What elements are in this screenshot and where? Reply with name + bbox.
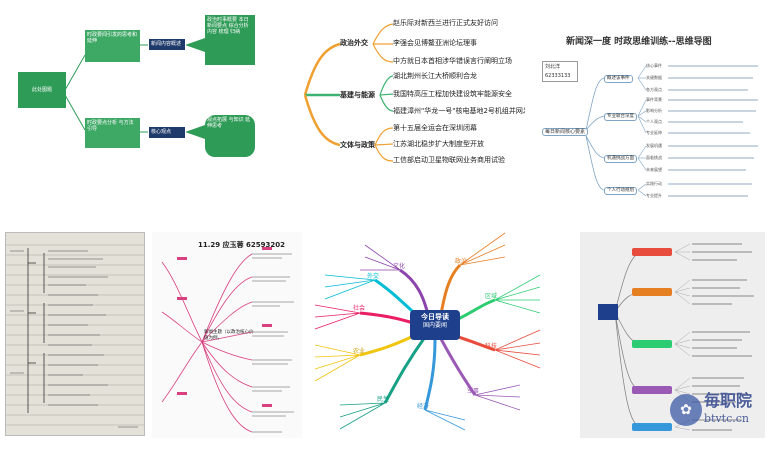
thinking-row: 各方观点 xyxy=(646,87,662,92)
thinking-row: 核心事件 xyxy=(646,63,662,68)
news-item: 第十五届全运会在深圳闭幕 xyxy=(393,124,477,132)
thinking-map-author: 刘北洋 62333133 xyxy=(542,61,578,82)
spoke-label: 文化 xyxy=(393,263,406,270)
thinking-row: 发展机遇 xyxy=(646,143,662,148)
news-category-infrastructure: 基建与能源 xyxy=(340,91,375,99)
panel-flowchart: 此处图题 时政要闻引发的思考和延伸 新闻内容概述 政治时事概要 本日 新闻要点 … xyxy=(0,0,260,215)
radial-mindmap-center: 今日导读 国内要闻 xyxy=(410,310,460,340)
thinking-row: 面临挑战 xyxy=(646,155,662,160)
radial-note-branches xyxy=(161,247,294,433)
flow-node-f: 观点拓展 与知识 延伸思考 xyxy=(205,115,255,157)
flow-node-d: 时政要点分析 与方法引导 xyxy=(85,118,140,148)
spoke-label: 科技 xyxy=(485,343,498,350)
radial-note-title: 11.29 应玉蓉 62593202 xyxy=(198,241,285,249)
panel-handwritten-notes xyxy=(5,232,145,436)
news-item: 李强会见博鳌亚洲论坛理事 xyxy=(393,39,477,47)
news-item: 工信部启动卫星物联网业务商用试验 xyxy=(393,156,505,164)
thinking-branch: 机遇挑战方面 xyxy=(604,155,637,163)
flow-node-c: 政治时事概要 本日 新闻要点 综合分析 内容 梳理 归纳 xyxy=(205,15,255,65)
news-item: 江苏湖北稳步扩大制度型开放 xyxy=(393,140,484,148)
panel-radial-mindmap: 今日导读 国内要闻 文化 政治 区域 科技 军事 经济 民生 农业 社会 外交 xyxy=(305,225,570,440)
thinking-row-detail-lines xyxy=(668,65,758,197)
panel-grey-mindmap: ✿ 毎职院 btvtc.cn xyxy=(580,232,765,438)
center-subtitle: 国内要闻 xyxy=(422,322,447,329)
news-mindmap-branches xyxy=(303,23,394,162)
flow-node-e: 核心观点 xyxy=(148,126,186,139)
news-category-politics: 政治外交 xyxy=(340,39,368,47)
flowchart-connectors xyxy=(64,38,205,139)
flow-root-node: 此处图题 xyxy=(18,72,66,108)
watermark-url: btvtc.cn xyxy=(704,412,749,425)
news-item: 赵乐际对新西兰进行正式友好访问 xyxy=(393,19,498,27)
thinking-row: 专业延伸 xyxy=(646,130,662,135)
spoke-label: 政治 xyxy=(455,258,468,265)
spoke-label: 军事 xyxy=(467,388,480,395)
thinking-row: 事件背景 xyxy=(646,97,662,102)
thinking-row: 个人观点 xyxy=(646,119,662,124)
notebook-lines xyxy=(6,244,144,428)
spoke-label: 农业 xyxy=(353,348,366,355)
author-id: 62333133 xyxy=(545,73,571,79)
spoke-label: 社会 xyxy=(353,305,366,312)
thinking-row: 专业提升 xyxy=(646,193,662,198)
thinking-map-root: 每日新闻核心要素 xyxy=(542,128,589,136)
thinking-row: 影响分析 xyxy=(646,108,662,113)
flow-node-b: 新闻内容概述 xyxy=(148,38,186,51)
watermark-logo: ✿ xyxy=(670,394,702,426)
thinking-row: 实践行动 xyxy=(646,181,662,186)
spoke-label: 区域 xyxy=(485,293,498,300)
news-item: 我国特高压工程加快建设筑牢能源安全 xyxy=(393,90,512,98)
thinking-map-title: 新闻深一度 时政思维训练--思维导图 xyxy=(566,37,712,47)
author-name: 刘北洋 xyxy=(545,64,561,70)
panel-radial-note: 11.29 应玉蓉 62593202 新闻主题（以政治核心价值为例， xyxy=(152,232,302,438)
thinking-row: 未来展望 xyxy=(646,167,662,172)
flow-node-a: 时政要闻引发的思考和延伸 xyxy=(85,30,140,62)
center-title: 今日导读 xyxy=(421,313,449,321)
radial-note-center: 新闻主题（以政治核心价值为例， xyxy=(204,330,254,341)
spoke-label: 民生 xyxy=(377,396,390,403)
watermark-text: 毎职院 xyxy=(704,391,753,410)
panel-thinking-map: 新闻深一度 时政思维训练--思维导图 刘北洋 62333133 每日新闻核心要素… xyxy=(538,18,764,210)
thinking-map-lines xyxy=(585,65,647,197)
thinking-branch: 专业联合深度 xyxy=(604,113,637,121)
thinking-row: 关键数据 xyxy=(646,75,662,80)
spoke-label: 经济 xyxy=(417,403,430,410)
news-item: 湖北荆州长江大桥顺利合龙 xyxy=(393,72,477,80)
grey-mindmap-branches xyxy=(598,243,754,431)
thinking-branch: 概述该事件 xyxy=(604,75,633,83)
spoke-label: 外交 xyxy=(367,273,380,280)
panel-news-mindmap: 政治外交 基建与能源 文体与政策 赵乐际对新西兰进行正式友好访问 李强会见博鳌亚… xyxy=(285,0,525,215)
news-item: 中方就日本首相涉华错误言行阐明立场 xyxy=(393,57,512,65)
news-item: 福建漳州"华龙一号"核电基地2号机组并网发电 xyxy=(393,107,525,115)
thinking-branch: 个人行动规划 xyxy=(604,187,637,195)
news-category-culture: 文体与政策 xyxy=(340,141,375,149)
